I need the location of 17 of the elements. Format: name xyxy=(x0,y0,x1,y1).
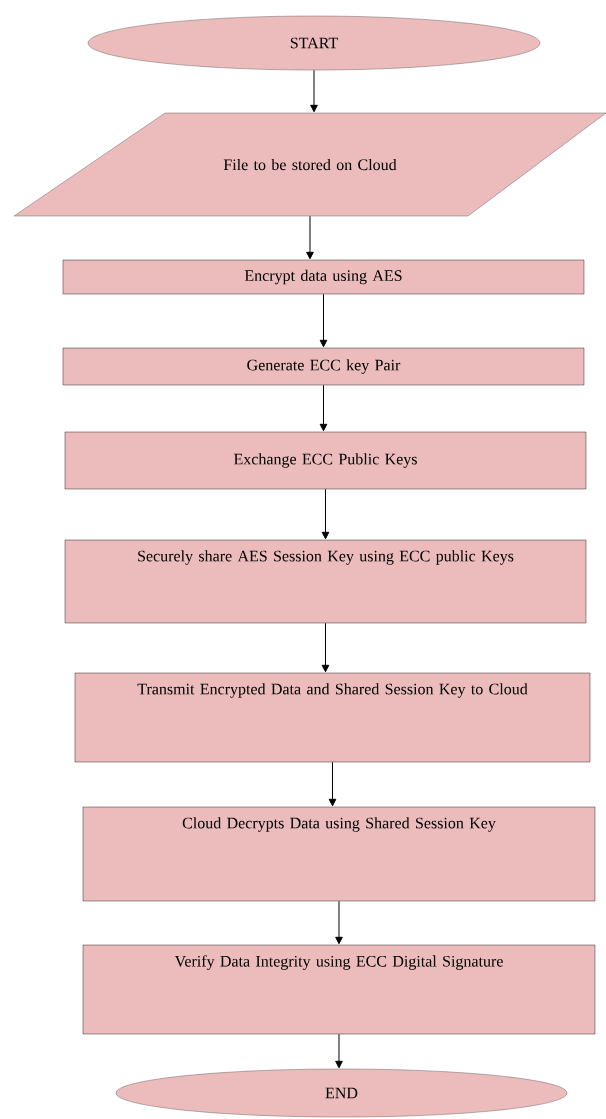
arrow xyxy=(310,69,318,113)
arrow xyxy=(319,293,328,348)
arrow xyxy=(335,900,343,945)
arrow xyxy=(335,1033,343,1069)
input-parallelogram: File to be stored on Cloud xyxy=(13,112,606,217)
process-box: Encrypt data using AES xyxy=(62,259,585,295)
arrow xyxy=(321,488,330,540)
process-box: Securely share AES Session Key using ECC public Keys xyxy=(64,539,587,624)
process-box: Cloud Decrypts Data using Shared Session Key xyxy=(82,806,596,902)
process-box: Transmit Encrypted Data and Shared Session Key to Cloud xyxy=(74,672,591,763)
process-box: Exchange ECC Public Keys xyxy=(64,431,587,490)
arrow xyxy=(328,761,337,807)
arrow xyxy=(321,622,330,673)
process-box: Generate ECC key Pair xyxy=(62,347,585,386)
arrow xyxy=(306,215,314,260)
arrow xyxy=(319,384,328,432)
process-box: Verify Data Integrity using ECC Digital Signature xyxy=(82,944,596,1035)
